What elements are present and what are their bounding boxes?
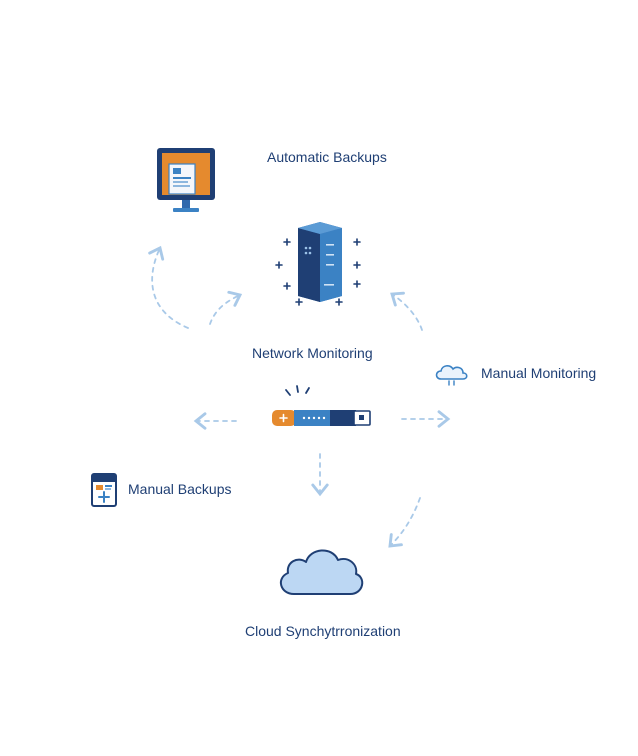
usb-drive-icon bbox=[268, 382, 374, 430]
label-manual-backups: Manual Backups bbox=[128, 481, 232, 497]
arrow-to-server-right bbox=[390, 291, 423, 331]
arrow-to-monitor bbox=[148, 245, 189, 329]
arrow-to-cloud bbox=[388, 497, 421, 548]
cloud-rain-icon bbox=[432, 360, 470, 388]
label-cloud-sync: Cloud Synchytrronization bbox=[245, 623, 401, 639]
label-network-monitoring: Network Monitoring bbox=[252, 345, 373, 361]
cloud-icon bbox=[274, 544, 366, 598]
arrow-to-server-left bbox=[209, 290, 243, 325]
desktop-monitor-icon bbox=[155, 146, 219, 218]
document-icon bbox=[90, 472, 118, 508]
server-tower-icon bbox=[274, 218, 366, 310]
label-automatic-backups: Automatic Backups bbox=[267, 149, 387, 165]
label-manual-monitoring: Manual Monitoring bbox=[481, 365, 597, 381]
